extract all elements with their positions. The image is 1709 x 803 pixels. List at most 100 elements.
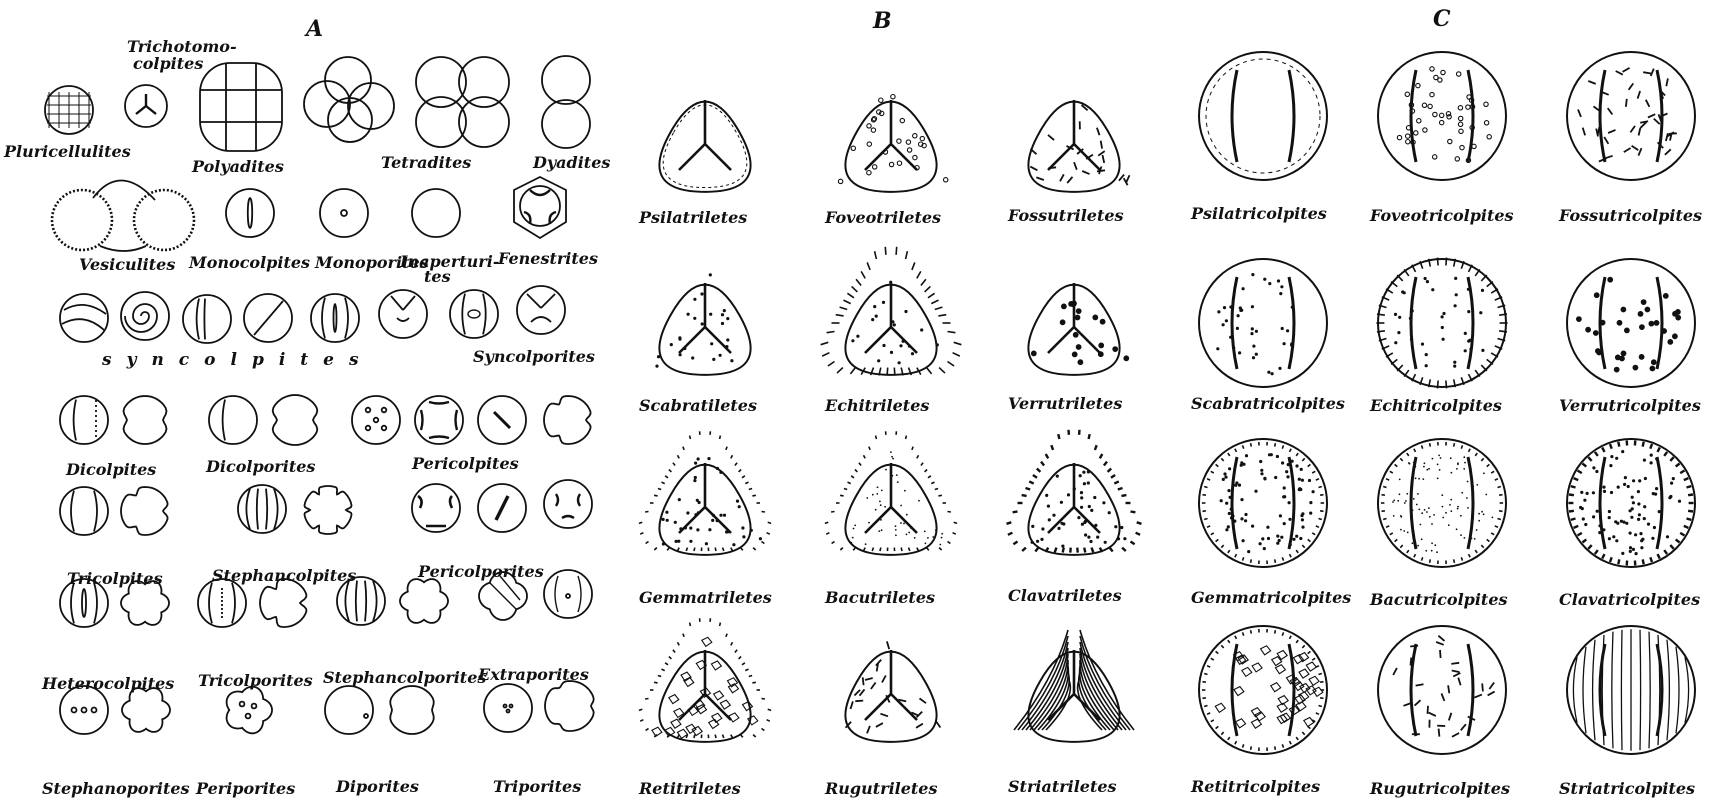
label-tricolporites: Tricolporites — [198, 671, 313, 690]
label-clavatriletes: Clavatriletes — [1008, 586, 1122, 605]
label-gemmatriletes: Gemmatriletes — [639, 588, 772, 607]
label-heterocolpites: Heterocolpites — [41, 674, 174, 693]
foveotriletes-drawing — [838, 95, 948, 192]
label-fenestrites: Fenestrites — [497, 249, 598, 268]
gemmatriletes-drawing — [639, 431, 771, 555]
section-label-c: C — [1433, 6, 1451, 32]
label-verrutricolpites: Verrutricolpites — [1559, 396, 1701, 415]
label-retitricolpites: Retitricolpites — [1190, 777, 1320, 796]
echitriletes-drawing — [821, 247, 962, 376]
syncolpites-grain-2 — [121, 292, 169, 340]
label-stephancolpites: Stephancolpites — [212, 566, 356, 585]
rugutricolpites-drawing — [1378, 626, 1506, 754]
label-echitriletes: Echitriletes — [824, 396, 929, 415]
fossutriletes-drawing — [1028, 100, 1129, 192]
label-dicolpites: Dicolpites — [65, 460, 156, 479]
label-trichotomocolpites_2: colpites — [133, 54, 203, 73]
label-striatricolpites: Striatricolpites — [1559, 779, 1695, 798]
label-syncolpites: syncolpites — [101, 350, 374, 370]
fossutricolpites-drawing — [1567, 52, 1695, 180]
dicolpites-drawing — [60, 396, 167, 444]
clavatriletes-drawing — [1007, 430, 1142, 555]
scabratriletes-drawing — [655, 273, 750, 375]
label-pluricellulites: Pluricellulites — [3, 142, 131, 161]
syncolpites-grain-7 — [450, 290, 498, 338]
label-striatriletes: Striatriletes — [1008, 777, 1117, 796]
label-periporites: Periporites — [195, 779, 295, 798]
dicolporites-drawing — [209, 395, 317, 445]
label-pericolporites: Pericolporites — [417, 562, 544, 581]
label-dicolporites: Dicolporites — [205, 457, 315, 476]
tricolporites-drawing — [198, 579, 306, 627]
label-foveotricolpites: Foveotricolpites — [1369, 206, 1514, 225]
label-rugutriletes: Rugutriletes — [824, 779, 937, 798]
retitricolpites-drawing — [1199, 626, 1327, 754]
label-diporites: Diporites — [335, 777, 419, 796]
tricolpites-drawing — [60, 487, 168, 535]
label-dyadites: Dyadites — [532, 153, 610, 172]
syncolpites-grain-6 — [379, 290, 427, 338]
fenestrites-drawing — [514, 177, 566, 238]
diporites-drawing — [325, 686, 434, 734]
label-foveotriletes: Foveotriletes — [824, 208, 941, 227]
syncolpites-grain-1 — [60, 294, 108, 342]
label-verrutriletes: Verrutriletes — [1008, 394, 1122, 413]
rugutriletes-drawing — [845, 641, 940, 741]
section-label-b: B — [872, 8, 892, 34]
syncolpites-grain-8 — [517, 286, 565, 334]
retitriletes-drawing — [639, 618, 771, 742]
stephanoporites-drawing — [60, 686, 170, 734]
label-tetradites: Tetradites — [381, 153, 471, 172]
psilatricolpites-drawing — [1199, 52, 1327, 180]
label-clavatricolpites: Clavatricolpites — [1559, 590, 1700, 609]
monocolpites-drawing — [226, 189, 274, 237]
label-extraporites: Extraporites — [477, 665, 589, 684]
syncolpites-grain-5 — [311, 294, 359, 342]
pluricellulites-drawing — [45, 86, 93, 134]
label-echitricolpites: Echitricolpites — [1369, 396, 1502, 415]
syncolpites-grain-3 — [183, 295, 231, 343]
pericolpites-drawing — [352, 396, 591, 444]
dyadites-drawing — [542, 56, 590, 148]
striatricolpites-drawing — [1567, 626, 1695, 754]
polyadites-drawing — [200, 63, 282, 151]
section-label-a: A — [304, 16, 323, 42]
label-tricolpites: Tricolpites — [67, 569, 163, 588]
label-bacutricolpites: Bacutricolpites — [1369, 590, 1508, 609]
scabratricolpites-drawing — [1199, 259, 1327, 387]
bacutriletes-drawing — [825, 431, 957, 555]
label-fossutricolpites: Fossutricolpites — [1558, 206, 1702, 225]
foveotricolpites-drawing — [1378, 52, 1506, 180]
gemmatricolpites-drawing — [1199, 439, 1327, 567]
label-syncolporites: Syncolporites — [473, 347, 595, 366]
label-polyadites: Polyadites — [191, 157, 284, 176]
vesiculites-drawing — [52, 180, 194, 251]
label-scabratricolpites: Scabratricolpites — [1191, 394, 1345, 413]
clavatricolpites-drawing — [1567, 439, 1695, 567]
tetradites-drawing — [304, 57, 509, 147]
triporites-drawing — [484, 681, 594, 732]
label-stephancolporites: Stephancolporites — [323, 668, 486, 687]
monoporites-drawing — [320, 189, 368, 237]
label-triporites: Triporites — [493, 777, 581, 796]
verrutriletes-drawing — [1028, 283, 1129, 375]
label-scabratriletes: Scabratiletes — [639, 396, 757, 415]
label-monocolpites: Monocolpites — [188, 253, 310, 272]
verrutricolpites-drawing — [1567, 259, 1695, 387]
psilatriletes-drawing — [659, 100, 750, 192]
syncolpites-grain-4 — [244, 294, 292, 342]
bacutricolpites-drawing — [1378, 439, 1506, 567]
label-stephanoporites: Stephanoporites — [42, 779, 190, 798]
label-rugutricolpites: Rugutricolpites — [1369, 779, 1510, 798]
label-fossutriletes: Fossutriletes — [1007, 206, 1124, 225]
label-bacutriletes: Bacutriletes — [824, 588, 935, 607]
trichotomocolpites-drawing — [125, 85, 167, 127]
label-inaperturites_2: tes — [424, 267, 451, 286]
pericolporites-drawing — [412, 480, 592, 532]
label-psilatricolpites: Psilatricolpites — [1190, 204, 1327, 223]
echitricolpites-drawing — [1376, 258, 1507, 389]
label-vesiculites: Vesiculites — [79, 255, 175, 274]
label-pericolpites: Pericolpites — [411, 454, 519, 473]
inaperturites-drawing — [412, 189, 460, 237]
